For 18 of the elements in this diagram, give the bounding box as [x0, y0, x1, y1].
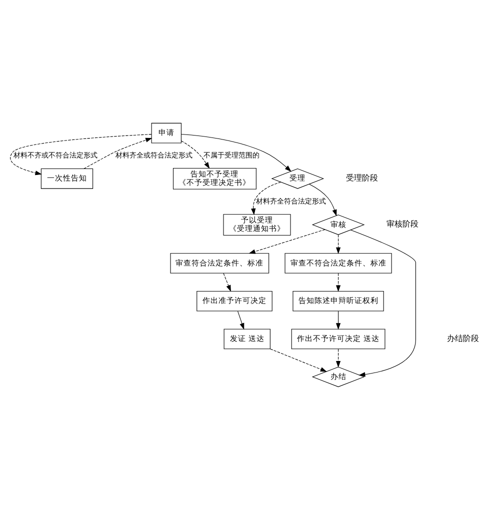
arrow — [223, 272, 231, 292]
label: 受理阶段 — [346, 172, 378, 183]
label: 办结阶段 — [446, 332, 479, 343]
arrow — [248, 229, 326, 254]
arrow — [270, 348, 328, 372]
arrow — [308, 184, 337, 216]
arrow — [251, 182, 282, 216]
arrow — [336, 234, 341, 254]
arrow — [336, 348, 341, 368]
arrow — [84, 138, 152, 170]
arrow — [180, 140, 210, 169]
arrow — [237, 310, 244, 330]
label: 审核阶段 — [386, 218, 419, 229]
arrow — [336, 272, 341, 292]
arrow — [181, 134, 292, 172]
arrow — [10, 134, 152, 176]
arrow — [336, 310, 341, 330]
arrow — [350, 230, 416, 377]
